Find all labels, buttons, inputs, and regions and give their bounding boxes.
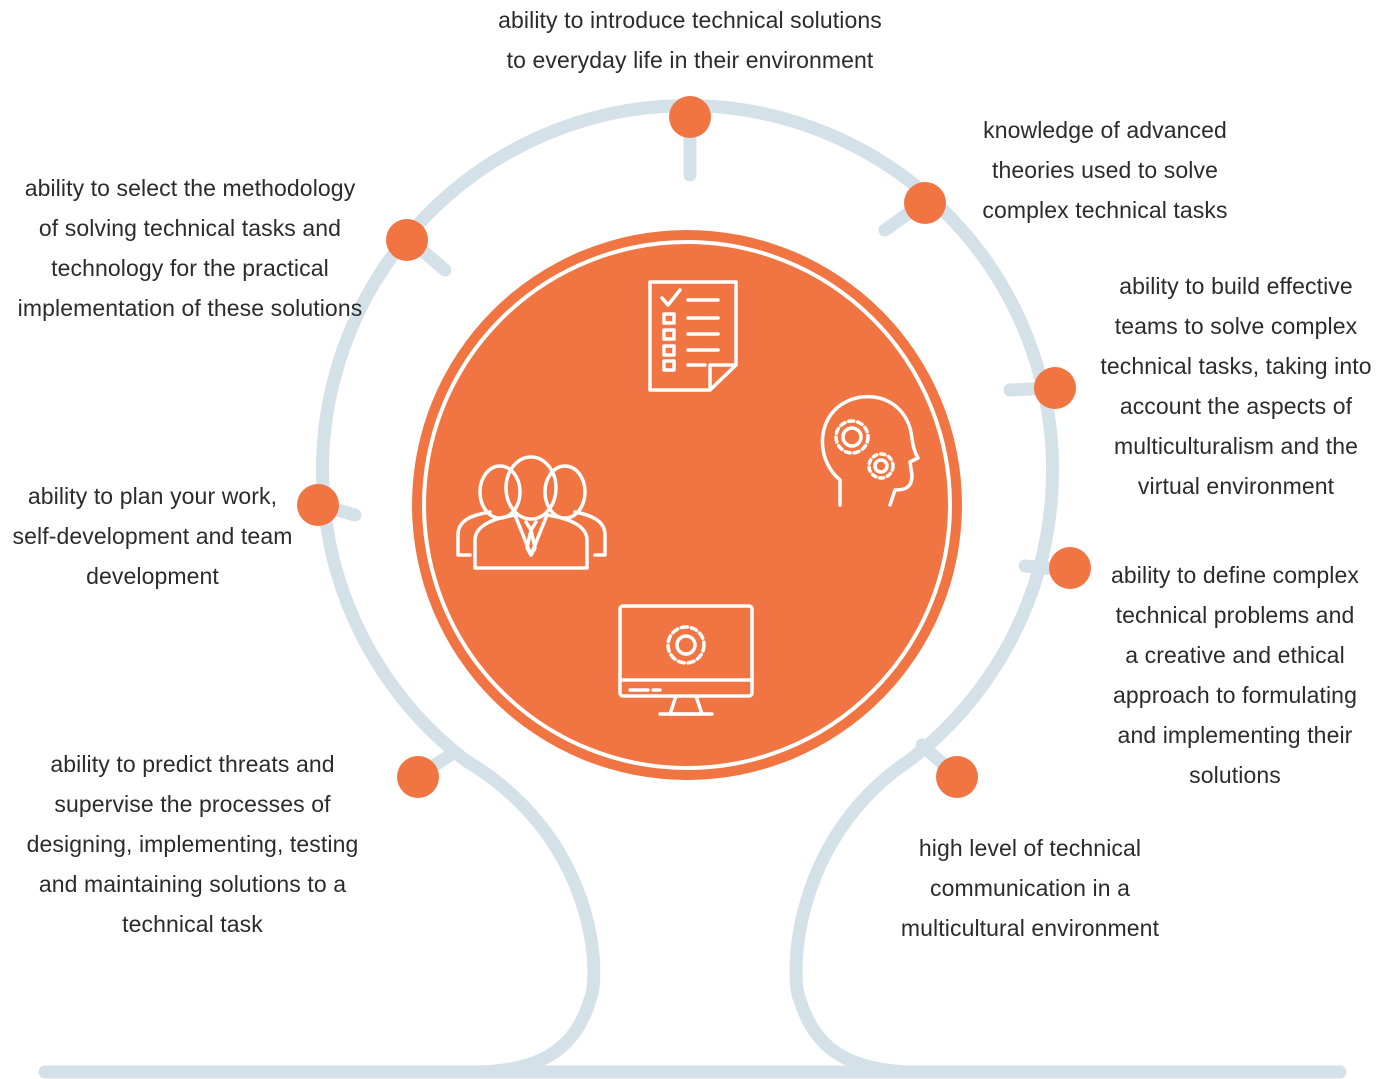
dot-top [669, 96, 711, 138]
checklist-icon [648, 280, 738, 392]
team-icon [456, 455, 607, 570]
label-left: ability to plan your work, self-developm… [12, 483, 293, 589]
label-top-right: knowledge of advanced theories used to s… [982, 117, 1228, 223]
left-stem [458, 753, 601, 1079]
dot-bottom-left [397, 756, 439, 798]
label-bottom-right: high level of technical communication in… [900, 835, 1160, 941]
label-right-lower: ability to define complex technical prob… [1111, 562, 1359, 788]
right-stem [789, 753, 917, 1079]
label-top: ability to introduce technical solutions… [498, 7, 882, 73]
head-gears-icon [820, 394, 920, 507]
monitor-gear-icon [618, 604, 754, 716]
dot-top-right [904, 182, 946, 224]
dot-right-upper [1034, 367, 1076, 409]
dot-bottom-right [936, 756, 978, 798]
center-disc-inner-ring [422, 240, 952, 770]
dot-top-left [386, 219, 428, 261]
label-top-left: ability to select the methodology of sol… [17, 175, 363, 321]
label-bottom-left: ability to predict threats and supervise… [26, 751, 359, 937]
label-right-upper: ability to build effective teams to solv… [1100, 273, 1372, 499]
center-disc [412, 230, 962, 780]
dot-left [297, 484, 339, 526]
node-dots [297, 96, 1091, 798]
dot-right-lower [1049, 547, 1091, 589]
